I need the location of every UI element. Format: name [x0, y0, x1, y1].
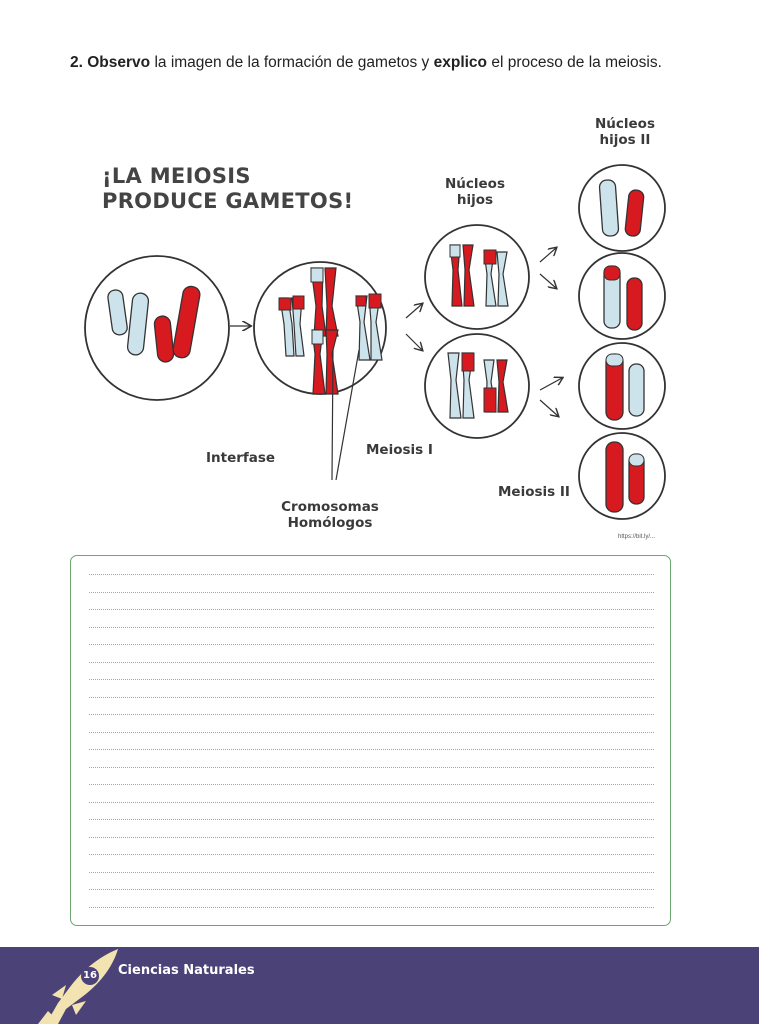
- writing-line: [89, 626, 654, 628]
- writing-line: [89, 871, 654, 873]
- label-meiosis-i: Meiosis I: [366, 442, 433, 458]
- writing-line: [89, 591, 654, 593]
- label-meiosis-ii: Meiosis II: [498, 484, 570, 500]
- label-interfase: Interfase: [206, 450, 276, 466]
- writing-line: [89, 749, 654, 750]
- writing-line: [89, 574, 654, 575]
- writing-line: [89, 609, 654, 610]
- meiosis-diagram: [84, 164, 666, 520]
- cell-interfase: [84, 255, 230, 401]
- writing-line: [89, 696, 654, 698]
- writing-line: [89, 679, 654, 680]
- writing-line: [89, 766, 654, 768]
- writing-line: [89, 836, 654, 838]
- writing-line: [89, 854, 654, 855]
- answer-box[interactable]: [70, 555, 671, 926]
- instruction-text-1: la imagen de la formación de gametos y: [150, 54, 434, 71]
- label-nucleos-hijos: Núcleos hijos: [444, 176, 505, 208]
- cell-meiosis-2-d: [578, 432, 666, 520]
- page-footer: [0, 947, 759, 1024]
- writing-line: [89, 644, 654, 645]
- writing-line: [89, 784, 654, 785]
- writing-line: [89, 661, 654, 663]
- exercise-instruction: 2. Observo la imagen de la formación de …: [70, 52, 673, 73]
- image-credit: https://bit.ly/...: [618, 534, 656, 540]
- figure-title: ¡LA MEIOSIS PRODUCE GAMETOS!: [102, 164, 354, 213]
- subject-title: Ciencias Naturales: [118, 963, 255, 978]
- writing-line: [89, 889, 654, 890]
- cell-nucleo-hijo-1: [424, 224, 530, 330]
- cell-meiosis-2-b: [578, 252, 666, 340]
- writing-line: [89, 801, 654, 803]
- rocket-icon: [38, 949, 118, 1024]
- cell-meiosis-1: [253, 261, 387, 395]
- page-number: 16: [81, 967, 99, 985]
- writing-line: [89, 819, 654, 820]
- cell-nucleo-hijo-2: [424, 333, 530, 439]
- writing-line: [89, 731, 654, 733]
- writing-line: [89, 906, 654, 908]
- label-cromosomas-homologos: Cromosomas Homólogos: [281, 499, 379, 531]
- cell-meiosis-2-a: [578, 164, 666, 252]
- instruction-bold-observo: Observo: [87, 54, 151, 71]
- instruction-bold-explico: explico: [433, 54, 488, 71]
- label-nucleos-hijos-ii: Núcleos hijos II: [594, 116, 655, 148]
- cell-meiosis-2-c: [578, 342, 666, 430]
- meiosis-figure: ¡LA MEIOSIS PRODUCE GAMETOS!: [80, 110, 680, 550]
- exercise-number: 2.: [70, 54, 83, 71]
- instruction-text-2: el proceso de la meiosis.: [487, 54, 662, 71]
- writing-line: [89, 714, 654, 715]
